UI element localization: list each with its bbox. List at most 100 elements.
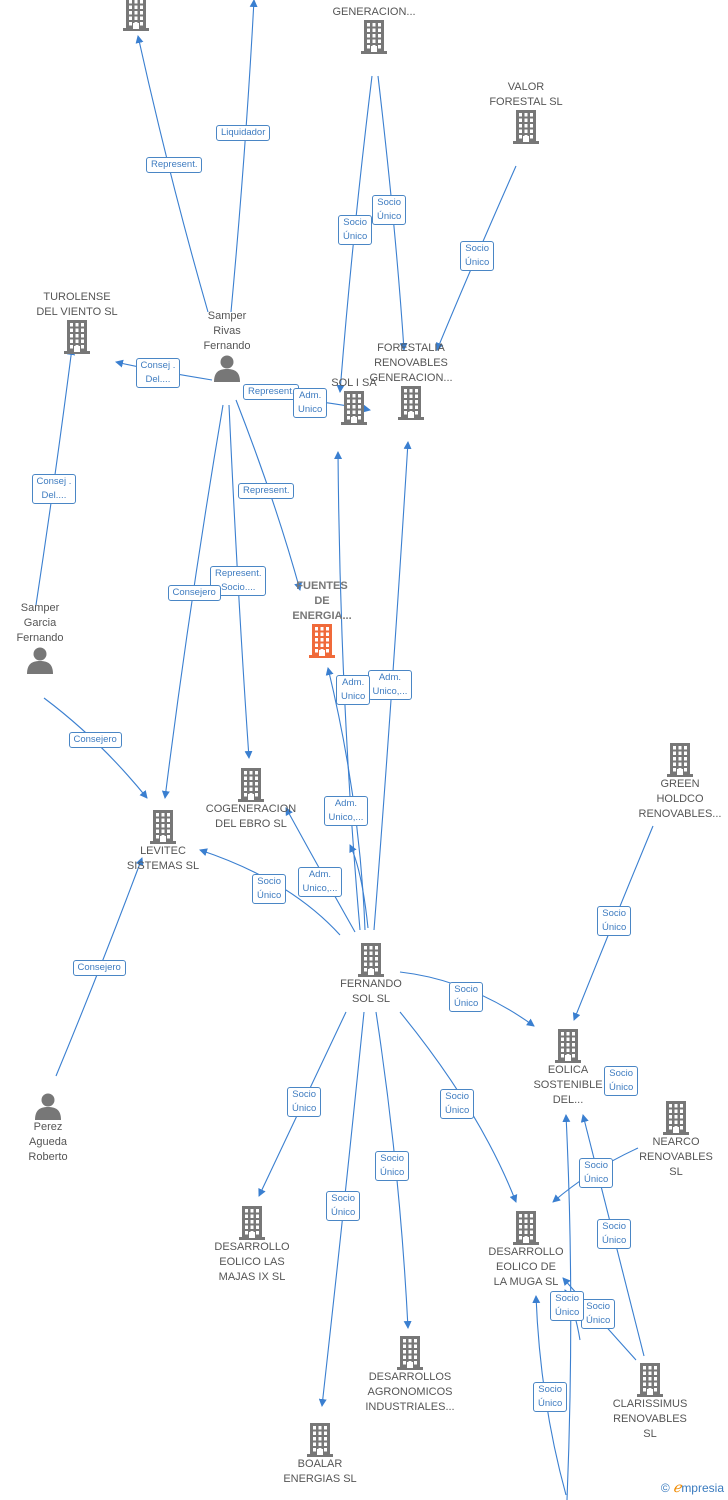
building-icon — [262, 623, 382, 658]
node-label: Samper Rivas Fernando — [203, 309, 251, 352]
node-fuentes[interactable]: FUENTES DE ENERGIA... — [262, 579, 382, 658]
building-icon — [260, 1423, 380, 1457]
person-icon — [0, 646, 100, 674]
edge-label[interactable]: Adm. Unico,... — [297, 867, 343, 897]
building-icon — [76, 0, 196, 31]
edge-label[interactable]: Socio Único — [579, 1158, 614, 1188]
edge-label[interactable]: Adm. Unico — [293, 388, 328, 418]
edge-label[interactable]: Socio Único — [533, 1382, 568, 1412]
building-icon — [17, 320, 137, 354]
edge-label[interactable]: Socio Único — [252, 874, 287, 904]
building-icon — [590, 1362, 710, 1397]
node-clarissimus[interactable]: CLARISSIMUS RENOVABLES SL — [590, 1362, 710, 1442]
building-icon — [508, 1028, 628, 1063]
person-icon — [0, 1092, 108, 1120]
node-valor_forestal[interactable]: VALOR FORESTAL SL — [466, 80, 586, 144]
edge-label[interactable]: Socio Único — [604, 1066, 639, 1096]
node-label: TUROLENSE DEL VIENTO SL — [36, 291, 118, 318]
node-label: LEVITEC SISTEMAS SL — [126, 845, 200, 872]
node-levitec[interactable]: LEVITEC SISTEMAS SL — [103, 810, 223, 874]
edge-label[interactable]: Socio Único — [287, 1087, 322, 1117]
node-desarrollo_majas[interactable]: DESARROLLO EOLICO LAS MAJAS IX SL — [192, 1205, 312, 1285]
node-label: RENOVABLES GENERACION... — [332, 0, 416, 18]
node-label: DESARROLLOS AGRONOMICOS INDUSTRIALES... — [365, 1370, 455, 1413]
node-samper_garcia[interactable]: Samper Garcia Fernando — [0, 601, 100, 674]
node-forestalia[interactable]: FORESTALIA RENOVABLES GENERACION... — [351, 341, 471, 420]
building-icon — [616, 1100, 728, 1135]
edge-label[interactable]: Socio Único — [449, 982, 484, 1012]
edge-label[interactable]: Socio Único — [550, 1291, 585, 1321]
node-label: DESARROLLO EOLICO LAS MAJAS IX SL — [214, 1240, 290, 1283]
edge-label[interactable]: Socio Único — [581, 1299, 616, 1329]
node-label: NEARCO RENOVABLES SL — [639, 1135, 713, 1178]
edge-18 — [349, 844, 369, 929]
node-label: VALOR FORESTAL SL — [489, 81, 563, 108]
edge-label[interactable]: Represent. — [146, 157, 203, 173]
edge-label[interactable]: Adm. Unico,... — [367, 670, 413, 700]
edge-1 — [230, 0, 258, 313]
edge-label[interactable]: Socio Único — [597, 1219, 632, 1249]
edge-label[interactable]: Represent. — [238, 483, 295, 499]
edge-label[interactable]: Socio Único — [460, 241, 495, 271]
node-label: BOALAR ENERGIAS SL — [283, 1458, 357, 1485]
brand-name: mpresia — [681, 1481, 724, 1495]
edge-label[interactable]: Consejero — [167, 585, 221, 601]
copyright-symbol: © — [660, 1481, 670, 1495]
node-label: FERNANDO SOL SL — [340, 978, 402, 1005]
node-boalar[interactable]: BOALAR ENERGIAS SL — [260, 1423, 380, 1487]
edge-label[interactable]: Adm. Unico,... — [323, 796, 369, 826]
edge-label[interactable]: Consejero — [72, 960, 126, 976]
building-icon — [311, 943, 431, 977]
edge-label[interactable]: Liquidador — [216, 125, 271, 141]
person-icon — [167, 354, 287, 382]
edge-label[interactable]: Socio Único — [440, 1089, 475, 1119]
building-icon — [620, 742, 728, 777]
node-label: Perez Agueda Roberto — [28, 1120, 68, 1163]
node-desarrollo_muga[interactable]: DESARROLLO EOLICO DE LA MUGA SL — [466, 1210, 586, 1290]
node-label: GREEN HOLDCO RENOVABLES... — [638, 777, 722, 820]
node-cogeneracion[interactable]: COGENERACION DEL EBRO SL — [191, 768, 311, 832]
building-icon — [192, 1205, 312, 1240]
edge-0 — [135, 35, 209, 313]
node-top_building[interactable] — [76, 0, 196, 31]
edge-8 — [43, 697, 148, 799]
node-label: FORESTALIA RENOVABLES GENERACION... — [369, 341, 453, 384]
node-fernando_sol[interactable]: FERNANDO SOL SL — [311, 943, 431, 1007]
edge-label[interactable]: Adm. Unico — [336, 675, 371, 705]
node-label: EOLICA SOSTENIBLE DEL... — [533, 1063, 603, 1106]
node-green_holdco[interactable]: GREEN HOLDCO RENOVABLES... — [620, 742, 728, 822]
node-label: COGENERACION DEL EBRO SL — [205, 803, 297, 830]
building-icon — [351, 385, 471, 420]
building-icon — [103, 810, 223, 844]
edge-label[interactable]: Socio Único — [375, 1151, 410, 1181]
building-icon — [314, 20, 434, 54]
node-label: DESARROLLO EOLICO DE LA MUGA SL — [488, 1245, 564, 1288]
node-desarrollos_agro[interactable]: DESARROLLOS AGRONOMICOS INDUSTRIALES... — [350, 1335, 470, 1415]
building-icon — [466, 110, 586, 144]
node-eolica_sostenible[interactable]: EOLICA SOSTENIBLE DEL... — [508, 1028, 628, 1108]
edge-label[interactable]: Consejero — [68, 732, 122, 748]
node-turolense[interactable]: TUROLENSE DEL VIENTO SL — [17, 290, 137, 354]
edge-label[interactable]: Represent. — [243, 384, 300, 400]
edge-label[interactable]: Consej . Del.... — [31, 474, 77, 504]
building-icon — [466, 1210, 586, 1245]
building-icon — [191, 768, 311, 802]
node-label: Samper Garcia Fernando — [16, 601, 64, 644]
node-perez_agueda[interactable]: Perez Agueda Roberto — [0, 1092, 108, 1165]
edge-7 — [161, 404, 224, 799]
brand-logo-letter: ℯ — [673, 1481, 682, 1496]
edge-label[interactable]: Socio Único — [326, 1191, 361, 1221]
edge-label[interactable]: Socio Único — [597, 906, 632, 936]
building-icon — [350, 1335, 470, 1370]
empresia-brand[interactable]: © ℯmpresia — [661, 1480, 724, 1497]
node-label: SOL I SA — [331, 376, 377, 389]
node-nearco[interactable]: NEARCO RENOVABLES SL — [616, 1100, 728, 1180]
edge-label[interactable]: Consej . Del.... — [135, 358, 181, 388]
edge-label[interactable]: Socio Único — [338, 215, 373, 245]
node-sol_i_sa[interactable]: SOL I SA — [294, 376, 414, 425]
node-renovables_gen_top[interactable]: RENOVABLES GENERACION... — [314, 0, 434, 54]
node-samper_rivas[interactable]: Samper Rivas Fernando — [167, 309, 287, 382]
edge-label[interactable]: Socio Único — [372, 195, 407, 225]
node-label: FUENTES DE ENERGIA... — [292, 579, 352, 622]
edge-label[interactable]: Represent. Socio.... — [210, 566, 267, 596]
